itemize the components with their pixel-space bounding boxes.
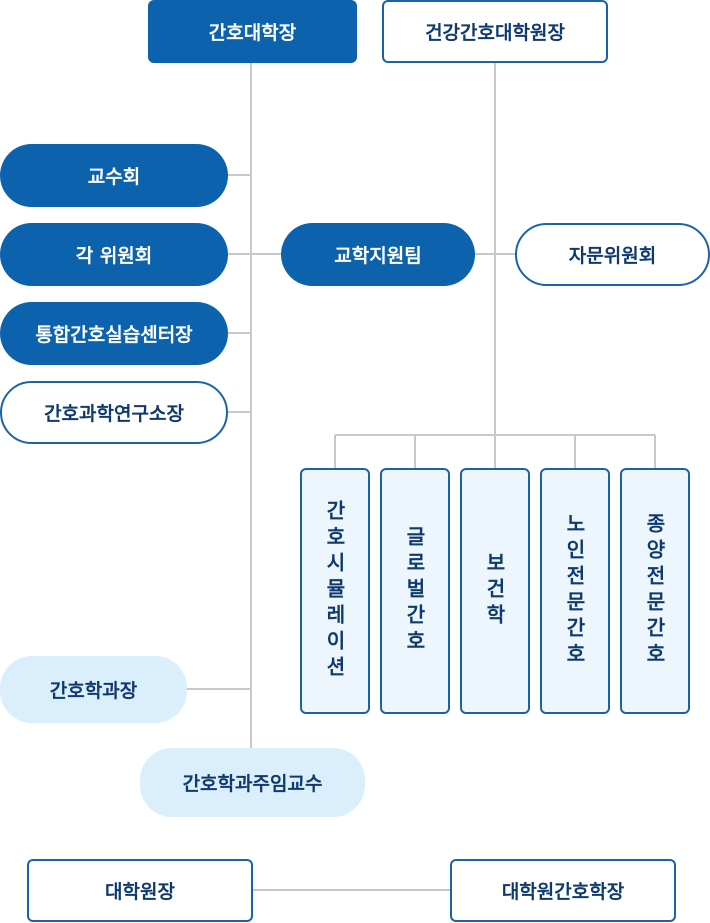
support-team-box[interactable]: 교학지원팀 (281, 223, 475, 286)
grad-dean-box[interactable]: 건강간호대학원장 (382, 0, 608, 63)
research-institute-box[interactable]: 간호과학연구소장 (0, 381, 228, 444)
major-public-health-box[interactable]: 보건학 (460, 468, 530, 714)
committees-box[interactable]: 각 위원회 (0, 223, 228, 286)
grad-school-dean-box[interactable]: 대학원장 (27, 859, 253, 922)
grad-nursing-dean-box[interactable]: 대학원간호학장 (450, 859, 676, 922)
dean-box[interactable]: 간호대학장 (148, 0, 357, 63)
sim-center-box[interactable]: 통합간호실습센터장 (0, 302, 228, 365)
dept-head-box[interactable]: 간호학과장 (0, 656, 187, 723)
major-gerontology-box[interactable]: 노인전문간호 (540, 468, 610, 714)
advisory-box[interactable]: 자문위원회 (515, 223, 710, 286)
major-oncology-box[interactable]: 종양전문간호 (620, 468, 690, 714)
major-global-box[interactable]: 글로벌간호 (380, 468, 450, 714)
chief-professor-box[interactable]: 간호학과주임교수 (140, 748, 365, 817)
major-simulation-box[interactable]: 간호시뮬레이션 (300, 468, 370, 714)
faculty-council-box[interactable]: 교수회 (0, 144, 228, 207)
